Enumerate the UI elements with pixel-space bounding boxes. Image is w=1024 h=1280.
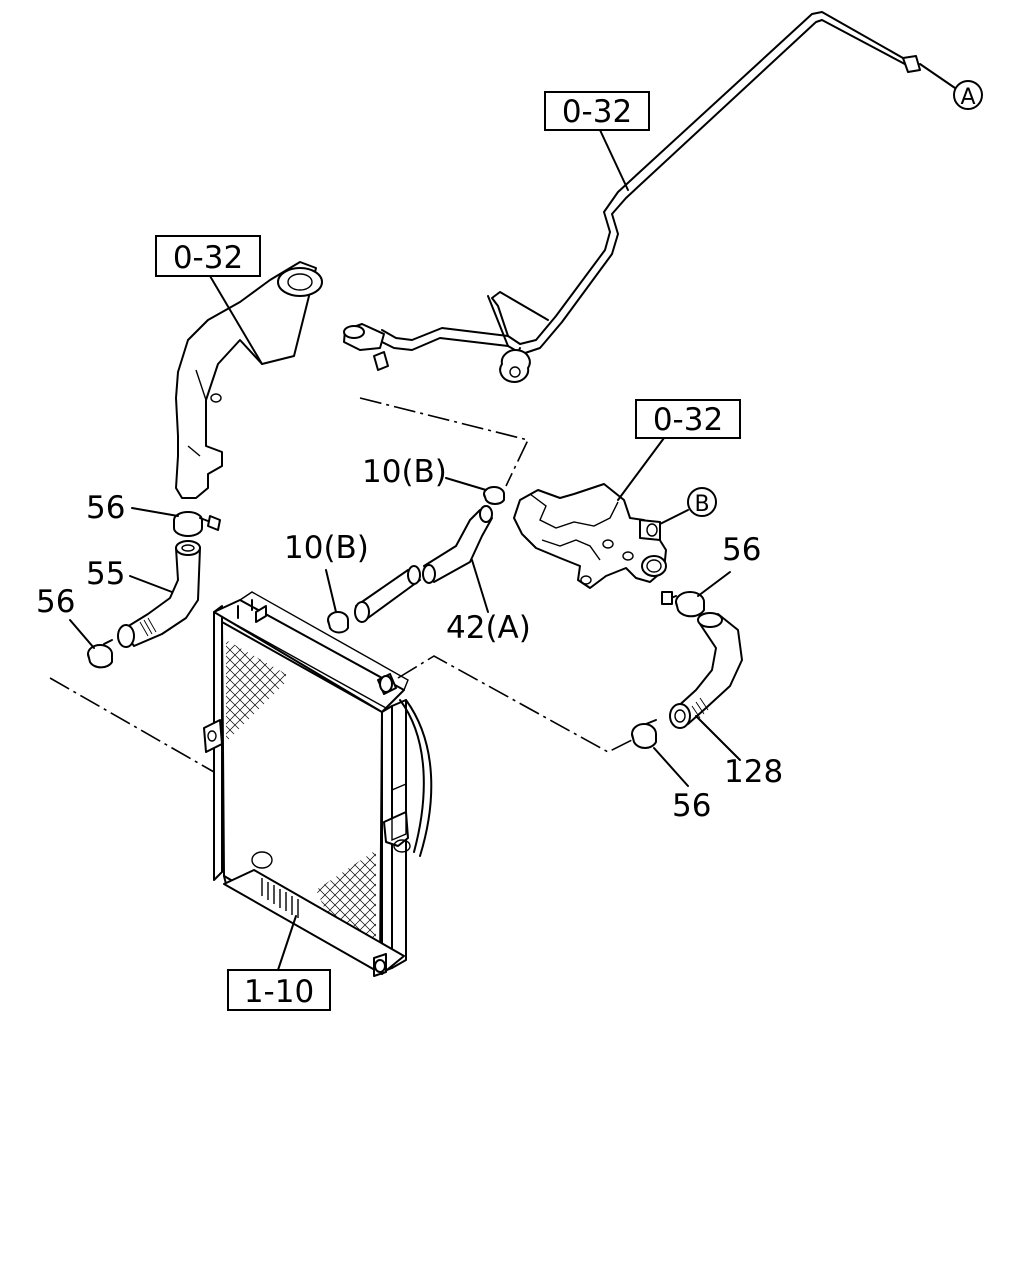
connector-a-circle bbox=[953, 80, 983, 110]
ref-box-radiator: 1-10 bbox=[227, 915, 331, 1011]
oil-pipe-assembly bbox=[343, 11, 956, 383]
ref-label-radiator: 1-10 bbox=[244, 974, 314, 1010]
callout-55-label: 55 bbox=[86, 556, 125, 592]
callout-128-label: 128 bbox=[724, 754, 783, 790]
ref-label-left: 0-32 bbox=[173, 240, 243, 276]
bypass-hose-42a bbox=[354, 505, 493, 623]
thermostat-housing bbox=[513, 483, 667, 589]
callout-42a: 42(A) bbox=[446, 559, 531, 646]
callout-56-right-upper-label: 56 bbox=[722, 532, 761, 568]
callout-56-right-upper: 56 bbox=[697, 532, 761, 597]
callout-10b-upper-label: 10(B) bbox=[362, 454, 447, 490]
radiator-hose-128 bbox=[669, 612, 743, 729]
ref-box-left: 0-32 bbox=[155, 235, 263, 365]
callout-42a-label: 42(A) bbox=[446, 610, 531, 646]
hose-clamp-10b-upper bbox=[483, 486, 505, 505]
radiator-assembly bbox=[203, 591, 433, 977]
connector-b: B bbox=[659, 487, 717, 525]
ref-box-top: 0-32 bbox=[544, 91, 650, 191]
connector-b-circle bbox=[687, 487, 717, 517]
connector-a-label: A bbox=[960, 85, 975, 110]
connector-b-label: B bbox=[694, 492, 709, 517]
callout-56-upper-left: 56 bbox=[86, 490, 179, 526]
radiator-hose-55 bbox=[117, 540, 201, 648]
callout-10b-lower: 10(B) bbox=[284, 530, 369, 613]
hose-clamp-right-upper bbox=[661, 591, 705, 618]
callout-128: 128 bbox=[695, 715, 783, 790]
ref-box-right: 0-32 bbox=[617, 399, 741, 501]
callout-56-lower-left-label: 56 bbox=[36, 584, 75, 620]
callout-55: 55 bbox=[86, 556, 173, 593]
connector-a: A bbox=[953, 80, 983, 110]
hose-clamp-upper-left bbox=[173, 511, 221, 537]
callout-56-upper-left-label: 56 bbox=[86, 490, 125, 526]
callout-10b-lower-label: 10(B) bbox=[284, 530, 369, 566]
hose-clamp-lower-left bbox=[87, 639, 113, 669]
upper-water-pipe bbox=[175, 261, 323, 499]
hose-clamp-right-lower bbox=[631, 719, 657, 749]
callout-56-right-lower: 56 bbox=[653, 747, 711, 824]
hose-clamp-10b-lower bbox=[327, 611, 349, 634]
callout-56-lower-left: 56 bbox=[36, 584, 95, 649]
ref-label-top: 0-32 bbox=[562, 94, 632, 130]
ref-label-right: 0-32 bbox=[653, 402, 723, 438]
callout-56-right-lower-label: 56 bbox=[672, 788, 711, 824]
callout-10b-upper: 10(B) bbox=[362, 454, 487, 491]
